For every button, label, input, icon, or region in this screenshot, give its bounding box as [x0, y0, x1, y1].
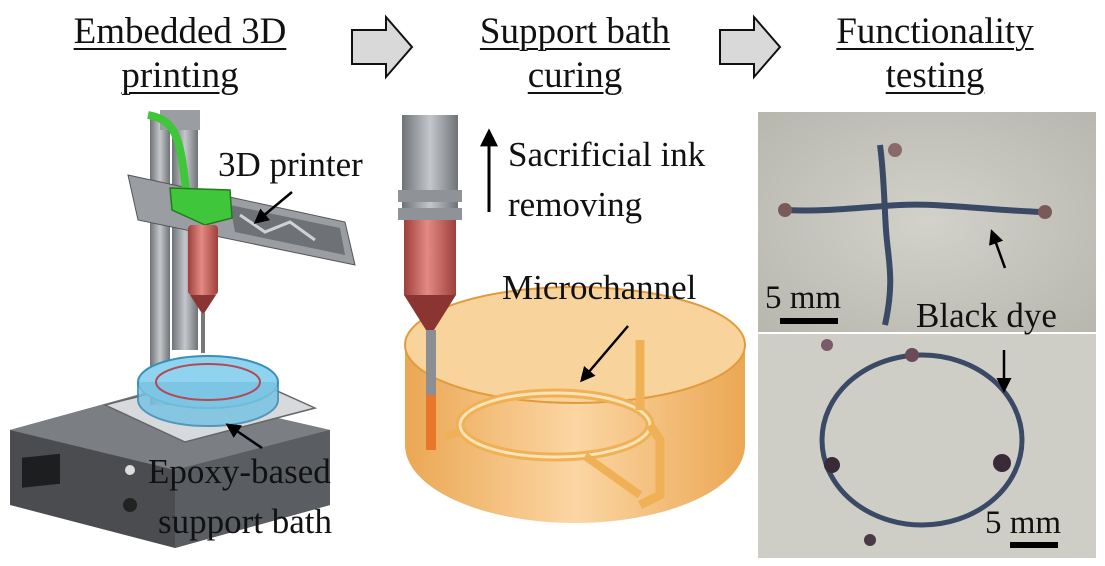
label-black-dye: Black dye: [916, 296, 1057, 335]
heading-printing: Embedded 3D printing: [30, 10, 330, 98]
process-arrow-1: [351, 14, 414, 80]
heading-curing-line1: Support bath: [479, 11, 671, 52]
process-arrow-2: [719, 14, 782, 80]
label-sacrificial-ink: Sacrificial ink: [508, 135, 706, 174]
printer-illustration: [10, 110, 356, 548]
scale-bar-bottom: [1010, 542, 1058, 548]
label-removing: removing: [508, 185, 643, 224]
label-support-bath: support bath: [158, 502, 333, 541]
curing-illustration: [398, 115, 746, 523]
label-scale-top: 5 mm: [765, 280, 842, 316]
photo-top: [758, 112, 1096, 332]
label-3d-printer: 3D printer: [218, 145, 363, 184]
label-epoxy-based: Epoxy-based: [148, 452, 331, 491]
heading-curing-line2: curing: [527, 55, 623, 96]
heading-curing: Support bath curing: [425, 10, 725, 98]
heading-printing-line2: printing: [121, 55, 239, 96]
label-scale-bottom: 5 mm: [985, 505, 1062, 541]
photo-bottom: [758, 334, 1096, 558]
heading-printing-line1: Embedded 3D: [73, 11, 287, 52]
heading-testing-line1: Functionality: [836, 11, 1034, 52]
label-microchannel: Microchannel: [502, 268, 697, 307]
scale-bar-top: [780, 318, 838, 324]
heading-testing: Functionality testing: [785, 10, 1085, 98]
heading-testing-line2: testing: [885, 55, 985, 96]
